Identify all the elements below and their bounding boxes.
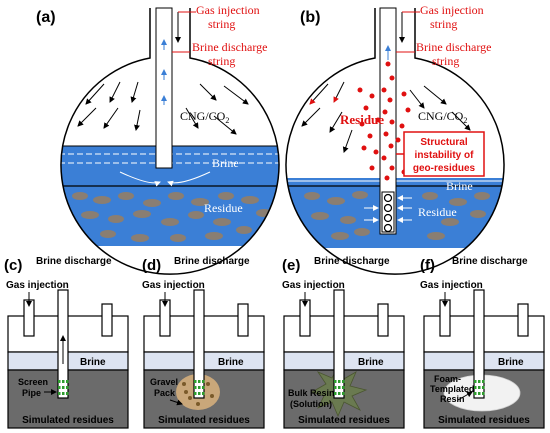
svg-text:Simulated residues: Simulated residues (22, 415, 114, 426)
svg-text:string: string (208, 17, 235, 31)
svg-text:(c): (c) (4, 257, 22, 274)
svg-text:Screen: Screen (18, 377, 48, 387)
svg-text:Brine discharge: Brine discharge (192, 40, 267, 54)
svg-text:geo-residues: geo-residues (413, 163, 476, 174)
panel-b-tag: (b) (300, 9, 320, 26)
svg-text:Gas injection: Gas injection (420, 3, 484, 17)
svg-text:(e): (e) (282, 257, 300, 274)
svg-text:Brine discharge: Brine discharge (174, 256, 250, 267)
svg-text:Structural: Structural (420, 137, 467, 148)
svg-text:Brine: Brine (358, 357, 384, 368)
svg-text:Brine discharge: Brine discharge (416, 40, 491, 54)
svg-text:Brine: Brine (498, 357, 524, 368)
panel-b-residue-pebbles (304, 191, 490, 240)
svg-text:Brine: Brine (212, 156, 239, 170)
svg-text:Gas injection: Gas injection (420, 280, 483, 291)
panel-c: (c) Brine discharge Gas injection Brine … (4, 256, 129, 429)
panel-b: (b) (285, 3, 505, 275)
svg-text:string: string (208, 54, 235, 68)
svg-text:Gas injection: Gas injection (6, 280, 69, 291)
svg-text:CNG/CO2: CNG/CO2 (180, 109, 229, 125)
svg-text:Pack: Pack (154, 388, 176, 398)
svg-text:string: string (432, 54, 459, 68)
panel-a-gas-flow-arrows (77, 81, 249, 135)
svg-text:string: string (430, 17, 457, 31)
svg-text:Bulk Resin: Bulk Resin (288, 388, 335, 398)
svg-text:instability of: instability of (415, 150, 475, 161)
svg-text:Residue: Residue (418, 205, 457, 219)
svg-text:Gas injection: Gas injection (196, 3, 260, 17)
svg-text:Brine discharge: Brine discharge (452, 256, 528, 267)
svg-text:(Solution): (Solution) (290, 399, 332, 409)
svg-text:Gas injection: Gas injection (142, 280, 205, 291)
svg-text:Gravel: Gravel (150, 377, 178, 387)
svg-text:Simulated residues: Simulated residues (158, 415, 250, 426)
svg-text:Gas injection: Gas injection (282, 280, 345, 291)
panel-f: (f) Brine discharge Gas injection Brine … (420, 256, 545, 429)
svg-text:CNG/CO2: CNG/CO2 (418, 109, 467, 125)
svg-text:Resin: Resin (440, 394, 465, 404)
svg-text:Brine discharge: Brine discharge (314, 256, 390, 267)
svg-text:Residue: Residue (340, 112, 384, 127)
svg-text:Templated: Templated (430, 384, 474, 394)
svg-text:(d): (d) (142, 257, 161, 274)
panel-b-cavern-outline (285, 8, 505, 275)
panel-a-discharge-string (155, 7, 173, 169)
svg-text:Brine discharge: Brine discharge (36, 256, 112, 267)
panel-a-cavern-outline (60, 8, 280, 275)
panel-a: (a) (36, 3, 280, 275)
svg-text:Simulated residues: Simulated residues (298, 415, 390, 426)
svg-text:Foam-: Foam- (434, 374, 461, 384)
panel-a-residue-pebbles (72, 192, 272, 242)
svg-text:Simulated residues: Simulated residues (438, 415, 530, 426)
panel-b-gas-flow-arrows (301, 81, 471, 153)
panel-d: (d) Brine discharge Gas injection Brine … (142, 256, 265, 429)
svg-text:(f): (f) (420, 257, 435, 274)
svg-text:Residue: Residue (204, 201, 243, 215)
svg-text:Brine: Brine (446, 179, 473, 193)
panel-a-tag: (a) (36, 9, 56, 26)
svg-text:Brine: Brine (80, 357, 106, 368)
panel-e: (e) Brine discharge Gas injection Brine … (282, 256, 405, 429)
panel-b-cavern-fill (286, 178, 504, 248)
svg-text:Brine: Brine (218, 357, 244, 368)
svg-text:Pipe: Pipe (22, 388, 41, 398)
